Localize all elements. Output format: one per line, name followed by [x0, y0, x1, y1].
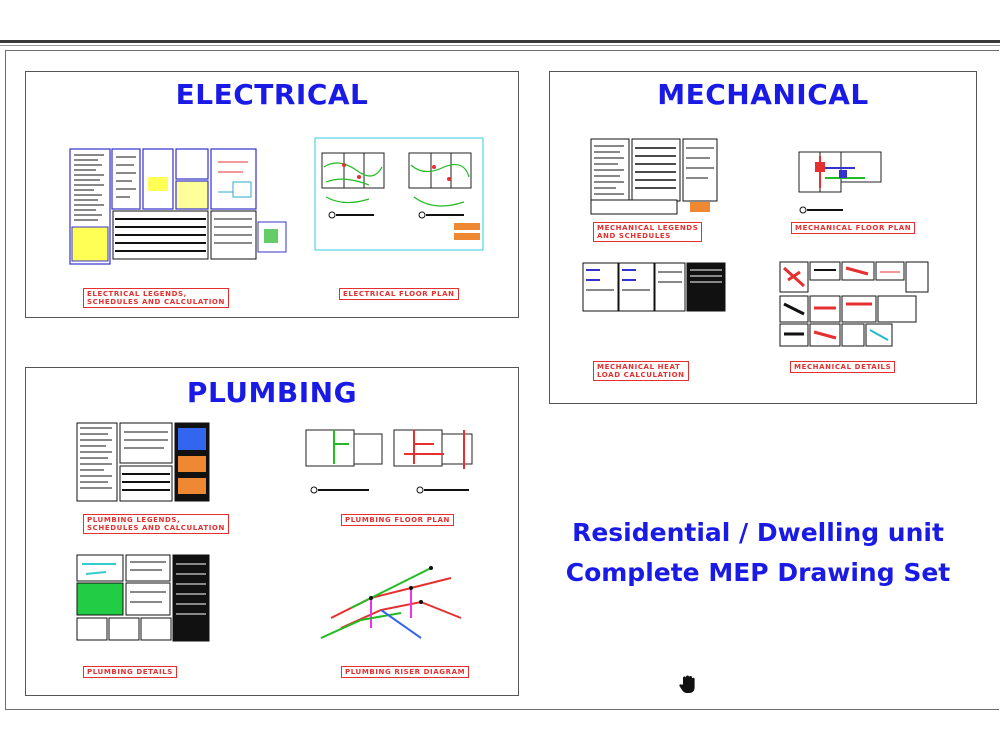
electrical-floor-plan-label: ELECTRICAL FLOOR PLAN — [339, 288, 459, 300]
plumbing-details-thumbnail — [76, 554, 210, 642]
mechanical-legends-thumbnail — [590, 138, 718, 215]
plumbing-legends-label: PLUMBING LEGENDS, SCHEDULES AND CALCULAT… — [83, 514, 229, 534]
plumbing-details-label: PLUMBING DETAILS — [83, 666, 177, 678]
mechanical-details-label: MECHANICAL DETAILS — [790, 361, 896, 373]
plumbing-panel: PLUMBING PLUMBING LEGENDS, SCHEDULES AND… — [25, 367, 519, 696]
headline-line-1: Residential / Dwelling unit — [572, 518, 944, 547]
plumbing-riser-diagram-label: PLUMBING RISER DIAGRAM — [341, 666, 470, 678]
plumbing-riser-diagram-thumbnail — [320, 566, 462, 639]
drawing-frame — [5, 50, 999, 710]
mechanical-details-thumbnail — [779, 261, 929, 347]
plumbing-title: PLUMBING — [186, 376, 358, 409]
electrical-floor-plan-thumbnail — [314, 137, 484, 251]
mechanical-floor-plan-thumbnail — [798, 151, 882, 214]
hand-cursor-icon — [679, 675, 695, 693]
plumbing-floor-plan-thumbnail — [305, 429, 473, 494]
mechanical-heat-load-thumbnail — [582, 262, 726, 312]
plumbing-legends-thumbnail — [76, 422, 210, 502]
mechanical-legends-label: MECHANICAL LEGENDS AND SCHEDULES — [593, 222, 703, 242]
mechanical-floor-plan-label: MECHANICAL FLOOR PLAN — [791, 222, 916, 234]
electrical-legends-label: ELECTRICAL LEGENDS, SCHEDULES AND CALCUL… — [83, 288, 229, 308]
headline-line-2: Complete MEP Drawing Set — [565, 558, 951, 587]
electrical-title: ELECTRICAL — [175, 78, 369, 111]
plumbing-floor-plan-label: PLUMBING FLOOR PLAN — [341, 514, 454, 526]
electrical-panel: ELECTRICAL ELECTRICAL LEGENDS, SCHEDULES… — [25, 71, 519, 318]
mechanical-heat-load-label: MECHANICAL HEAT LOAD CALCULATION — [593, 361, 689, 381]
top-rule — [0, 40, 1000, 43]
mechanical-panel: MECHANICAL MECHANICAL LEGENDS AND SCHEDU… — [549, 71, 977, 404]
mechanical-title: MECHANICAL — [657, 78, 869, 111]
electrical-legends-thumbnail — [69, 148, 287, 265]
top-rule-thin — [0, 45, 1000, 46]
